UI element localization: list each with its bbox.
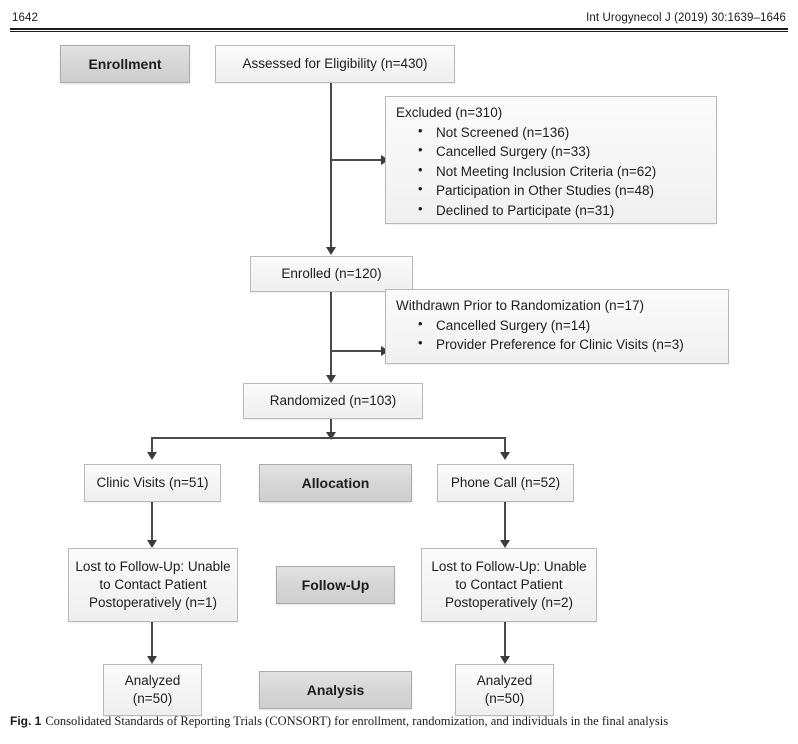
figure-number: Fig. 1 [10, 714, 42, 728]
list-item: Participation in Other Studies (n=48) [418, 180, 706, 200]
analyzed-phone-line-1: Analyzed [476, 673, 533, 689]
connector-assessed-to-enrolled [330, 83, 332, 250]
analyzed-clinic-line-1: Analyzed [124, 673, 181, 689]
node-assessed-for-eligibility: Assessed for Eligibility (n=430) [215, 45, 455, 83]
connector-lost-to-analyzed-phone [504, 622, 506, 660]
consort-flow-diagram: Enrollment Assessed for Eligibility (n=4… [0, 34, 798, 716]
node-clinic-visits: Clinic Visits (n=51) [84, 464, 221, 502]
arrowhead-split [326, 432, 336, 440]
journal-citation: Int Urogynecol J (2019) 30:1639–1646 [586, 12, 786, 24]
figure-caption-text: Consolidated Standards of Reporting Tria… [45, 714, 669, 728]
connector-split-left [151, 437, 153, 456]
list-item: Provider Preference for Clinic Visits (n… [418, 334, 718, 354]
connector-to-excluded [332, 159, 384, 161]
arrowhead-randomized [326, 375, 336, 383]
node-analyzed-clinic: Analyzed (n=50) [103, 664, 202, 716]
arrowhead-lost-clinic [147, 540, 157, 548]
list-item: Cancelled Surgery (n=33) [418, 141, 706, 161]
connector-enrolled-to-randomized [330, 292, 332, 379]
lost-clinic-line-2: to Contact Patient [99, 577, 207, 593]
connector-allocation-split [151, 437, 506, 439]
analyzed-clinic-line-2: (n=50) [132, 691, 173, 706]
header-rule-thin [10, 31, 788, 32]
node-randomized: Randomized (n=103) [243, 383, 423, 419]
list-item: Cancelled Surgery (n=14) [418, 315, 718, 335]
page-number: 1642 [12, 12, 38, 24]
node-lost-to-followup-clinic: Lost to Follow-Up: Unable to Contact Pat… [68, 548, 238, 622]
connector-split-right [504, 437, 506, 456]
lost-clinic-line-1: Lost to Follow-Up: Unable [75, 559, 231, 575]
stage-label-followup: Follow-Up [276, 566, 395, 604]
connector-lost-to-analyzed-clinic [151, 622, 153, 660]
lost-clinic-line-3: Postoperatively (n=1) [89, 594, 217, 610]
list-item: Not Screened (n=136) [418, 122, 706, 142]
node-excluded: Excluded (n=310) Not Screened (n=136) Ca… [385, 96, 717, 224]
stage-label-enrollment: Enrollment [60, 45, 190, 83]
arrowhead-clinic-visits [147, 452, 157, 460]
arrowhead-phone-call [500, 452, 510, 460]
stage-label-analysis: Analysis [259, 671, 412, 709]
node-analyzed-phone: Analyzed (n=50) [455, 664, 554, 716]
stage-label-allocation: Allocation [259, 464, 412, 502]
excluded-title: Excluded (n=310) [396, 105, 503, 120]
arrowhead-lost-phone [500, 540, 510, 548]
arrowhead-analyzed-clinic [147, 656, 157, 664]
node-enrolled: Enrolled (n=120) [250, 256, 413, 292]
excluded-list: Not Screened (n=136) Cancelled Surgery (… [394, 122, 706, 220]
arrowhead-analyzed-phone [500, 656, 510, 664]
node-lost-to-followup-phone: Lost to Follow-Up: Unable to Contact Pat… [421, 548, 597, 622]
node-withdrawn-prior-to-randomization: Withdrawn Prior to Randomization (n=17) … [385, 289, 729, 364]
connector-to-withdrawn [332, 350, 384, 352]
connector-clinic-to-lost [151, 502, 153, 544]
connector-randomized-stem [330, 419, 332, 437]
withdrawn-title: Withdrawn Prior to Randomization (n=17) [396, 298, 644, 313]
lost-phone-line-2: to Contact Patient [455, 577, 563, 593]
list-item: Not Meeting Inclusion Criteria (n=62) [418, 161, 706, 181]
arrowhead-enrolled [326, 247, 336, 255]
lost-phone-line-1: Lost to Follow-Up: Unable [431, 559, 587, 575]
withdrawn-list: Cancelled Surgery (n=14) Provider Prefer… [394, 315, 718, 355]
analyzed-phone-line-2: (n=50) [484, 691, 525, 706]
lost-phone-line-3: Postoperatively (n=2) [445, 594, 573, 610]
header-rule-thick [10, 28, 788, 30]
node-phone-call: Phone Call (n=52) [437, 464, 574, 502]
connector-phone-to-lost [504, 502, 506, 544]
list-item: Declined to Participate (n=31) [418, 200, 706, 220]
